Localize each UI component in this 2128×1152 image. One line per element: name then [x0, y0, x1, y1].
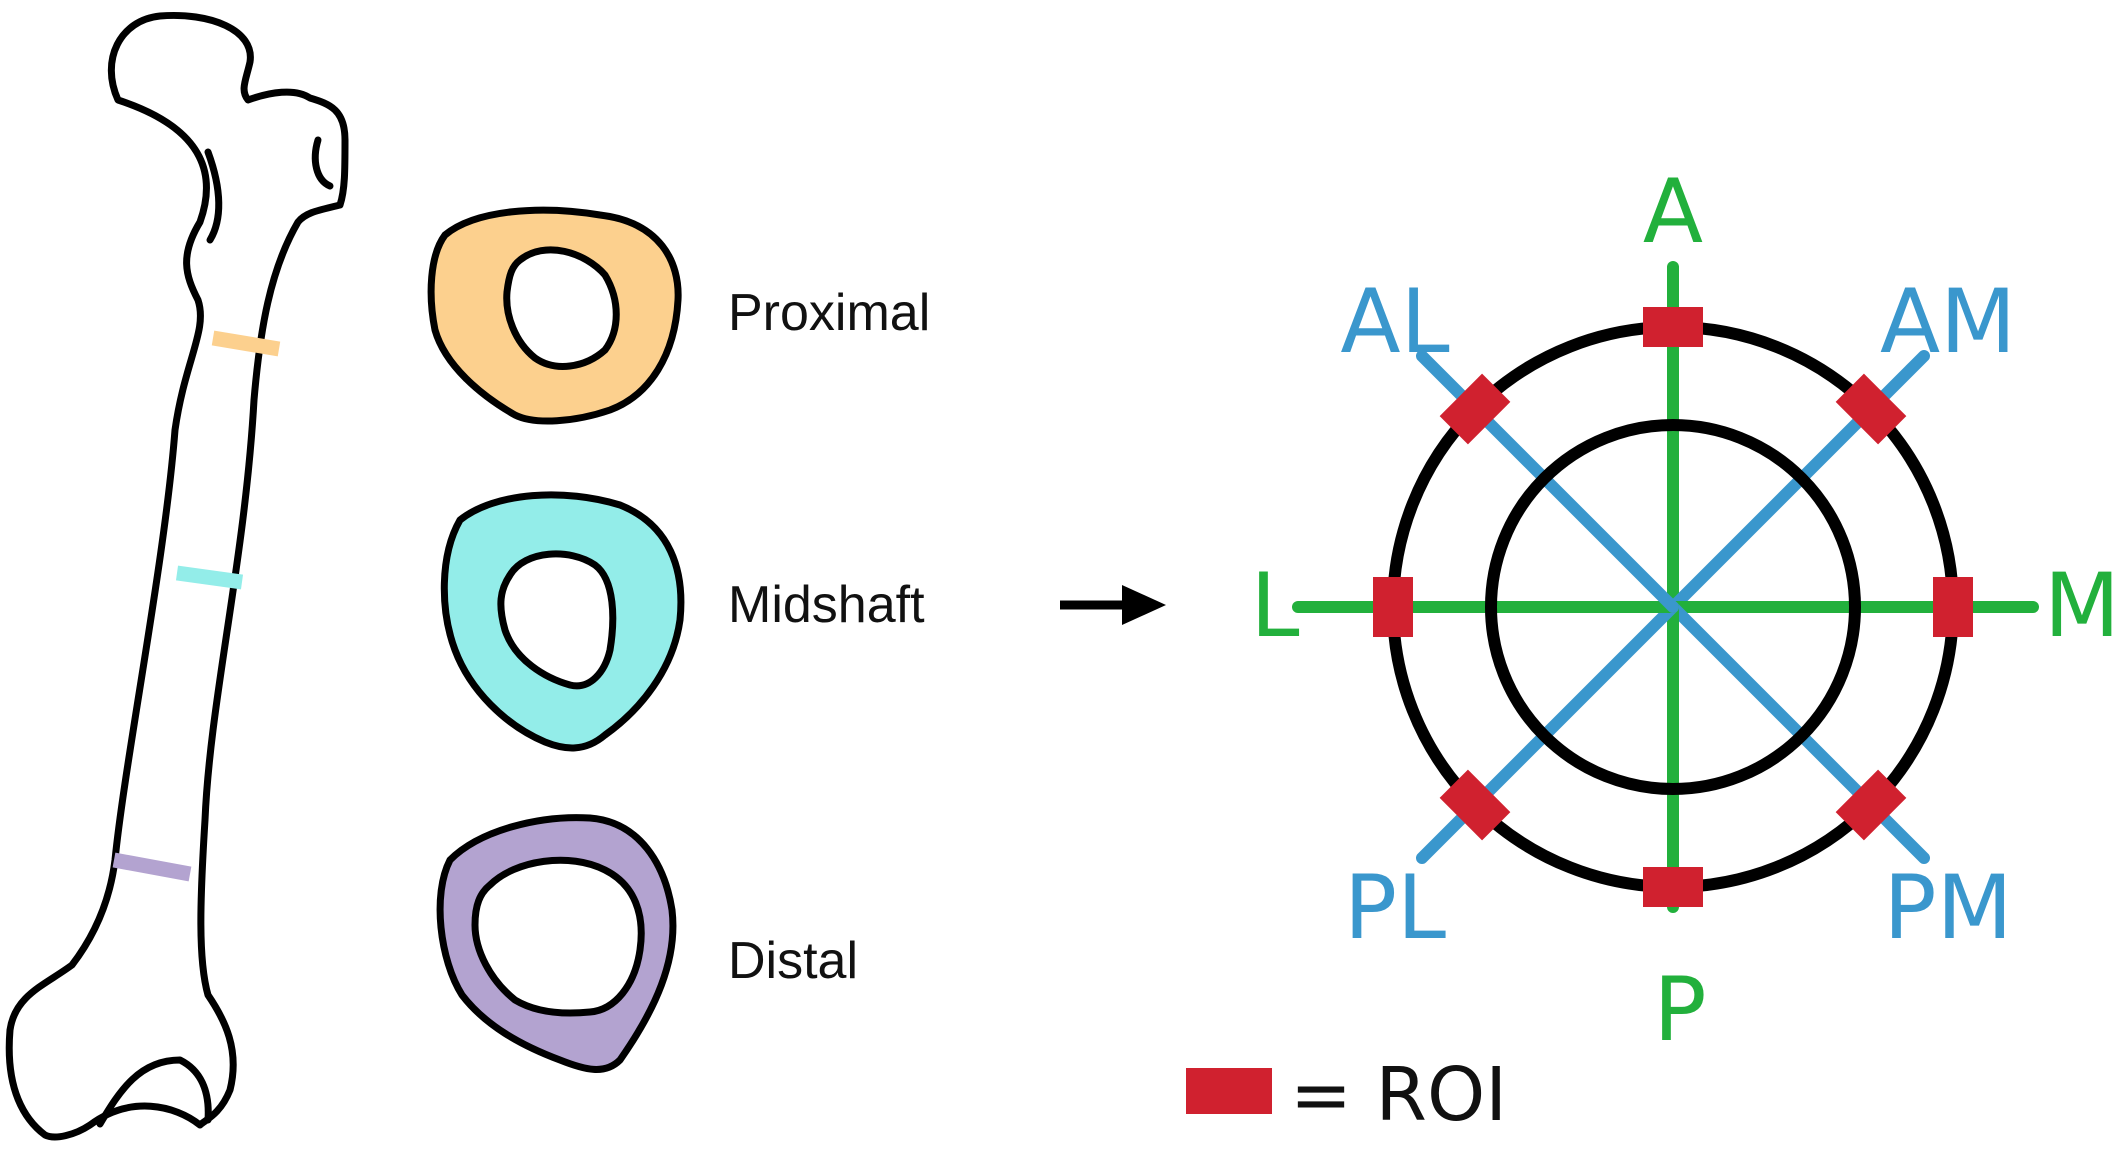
legend: = ROI [1186, 1052, 1507, 1138]
roi-marker-m [1933, 577, 1973, 637]
roi-markers [1373, 307, 1973, 907]
roi-marker-al [1439, 373, 1511, 445]
direction-label-a: A [1643, 160, 1703, 263]
right-arrow-icon [1060, 585, 1166, 625]
roi-marker-p [1643, 867, 1703, 907]
direction-labels: A AM M PM P PL L AL [1250, 160, 2119, 1061]
distal-label: Distal [728, 932, 858, 990]
midshaft-cross-section [440, 491, 685, 752]
distal-inner-hole [471, 856, 645, 1017]
direction-label-pl: PL [1344, 856, 1446, 959]
direction-label-l: L [1250, 554, 1299, 657]
legend-roi-swatch [1186, 1068, 1272, 1114]
direction-label-pm: PM [1884, 856, 2013, 959]
proximal-inner-hole [503, 246, 620, 370]
roi-marker-pm [1835, 769, 1907, 841]
roi-marker-a [1643, 307, 1703, 347]
midshaft-inner-hole [497, 550, 617, 690]
femur-trochanter-line [311, 136, 334, 190]
proximal-cross-section [427, 206, 682, 425]
direction-label-p: P [1653, 958, 1706, 1061]
midshaft-band [175, 565, 244, 590]
cross-sections [427, 206, 685, 1073]
roi-scheme: A AM M PM P PL L AL [1250, 160, 2119, 1061]
distal-cross-section [436, 814, 677, 1073]
proximal-band [211, 330, 281, 357]
direction-label-al: AL [1340, 270, 1449, 373]
distal-band [112, 852, 192, 882]
direction-label-am: AM [1880, 270, 2016, 373]
roi-marker-am [1835, 373, 1907, 445]
legend-text: = ROI [1290, 1052, 1507, 1138]
roi-marker-pl [1439, 769, 1511, 841]
femur-neck-line [204, 148, 223, 244]
midshaft-label: Midshaft [728, 576, 925, 634]
direction-label-m: M [2044, 554, 2120, 657]
roi-marker-l [1373, 577, 1413, 637]
femur-condyle-line [96, 1056, 212, 1128]
femur-outline [5, 11, 349, 1141]
femur [5, 11, 349, 1141]
inner-circle [1485, 419, 1861, 795]
proximal-label: Proximal [728, 284, 930, 342]
